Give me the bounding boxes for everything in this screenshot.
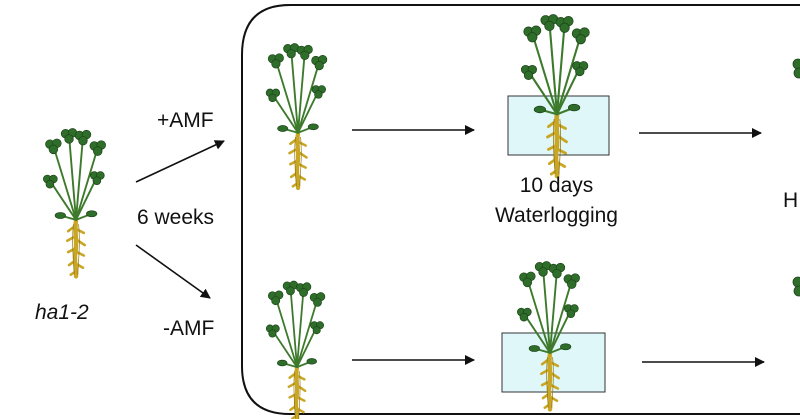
treatment-duration-label: 10 days	[519, 174, 594, 197]
arrow-right-icon	[135, 140, 225, 183]
arrow-right-icon	[135, 244, 211, 299]
plant-seedling-icon	[266, 281, 325, 419]
experiment-frame	[241, 4, 800, 415]
cut-off-label: H	[783, 189, 799, 212]
plant-seedling-icon	[43, 129, 105, 277]
plant-seedling-icon	[792, 58, 800, 297]
treatment-name-label: Waterlogging	[495, 204, 618, 227]
genotype-label: ha1-2	[35, 301, 89, 324]
minus-amf-label: -AMF	[163, 317, 215, 340]
plus-amf-label: +AMF	[157, 109, 214, 132]
plant-seedling-icon	[266, 44, 327, 189]
growth-duration-label: 6 weeks	[137, 206, 215, 229]
